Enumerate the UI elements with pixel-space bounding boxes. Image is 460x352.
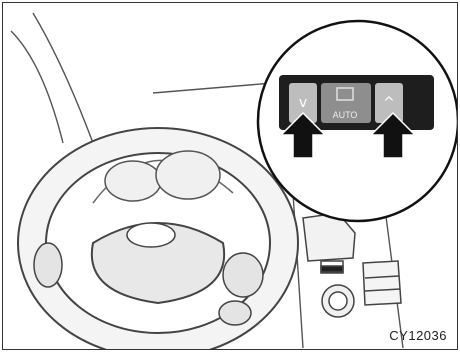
- auto-label: AUTO: [333, 110, 358, 120]
- center-switch: [321, 266, 343, 272]
- figure-code: CY12036: [389, 328, 447, 343]
- dashboard-illustration: v AUTO ^: [3, 3, 457, 349]
- chevron-down-icon: v: [299, 95, 307, 111]
- center-stack: [303, 213, 401, 317]
- chevron-up-icon: ^: [383, 95, 395, 111]
- a-pillar-line: [11, 31, 63, 143]
- steering-wheel: [18, 128, 298, 349]
- dash-top-line: [153, 83, 273, 93]
